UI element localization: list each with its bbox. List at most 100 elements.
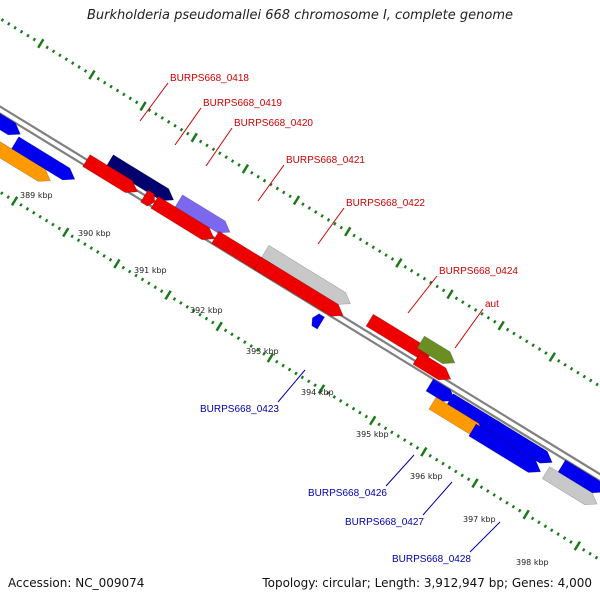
- topology-value: circular: [322, 576, 367, 590]
- outer-tick: [480, 312, 484, 316]
- outer-tick: [139, 101, 147, 112]
- inner-tick: [313, 383, 317, 388]
- inner-tick: [70, 234, 74, 239]
- outer-tick-dots: [0, 18, 600, 393]
- outer-tick: [344, 226, 352, 237]
- inner-tick: [479, 485, 484, 489]
- inner-tick: [581, 547, 586, 552]
- inner-tick: [369, 415, 377, 426]
- outer-tick: [19, 29, 24, 34]
- inner-tick: [140, 277, 145, 282]
- outer-tick: [557, 359, 561, 363]
- kbp-label: 394 kbp: [301, 388, 334, 397]
- inner-tick: [345, 402, 349, 407]
- kbp-label: 391 kbp: [134, 266, 167, 275]
- inner-tick: [377, 422, 381, 427]
- inner-tick: [95, 250, 100, 254]
- outer-tick: [563, 362, 567, 367]
- inner-tick: [338, 399, 343, 403]
- gene-label-forward: BURPS668_0424: [439, 266, 518, 277]
- outer-tick: [102, 80, 107, 85]
- outer-tick: [493, 319, 497, 324]
- feature-burps668-0428: [468, 423, 542, 473]
- inner-tick: [383, 426, 388, 431]
- inner-tick: [556, 532, 560, 536]
- inner-tick: [428, 453, 432, 458]
- inner-tick: [511, 504, 516, 509]
- inner-tick: [113, 258, 121, 269]
- outer-tick: [32, 37, 37, 42]
- kbp-label: 395 kbp: [356, 430, 389, 439]
- outer-tick: [339, 225, 344, 230]
- inner-tick: [134, 273, 138, 278]
- feature-red-c: [253, 256, 344, 317]
- outer-tick: [441, 288, 446, 293]
- inner-tick: [409, 442, 413, 446]
- inner-tick: [38, 214, 42, 219]
- outer-tick: [537, 347, 542, 352]
- outer-tick: [160, 116, 164, 120]
- leader-forward: [407, 275, 438, 314]
- feature-red-small: [140, 189, 155, 207]
- inner-tick: [44, 218, 49, 223]
- outer-tick: [37, 38, 45, 49]
- inner-tick: [10, 196, 19, 206]
- inner-tick: [32, 210, 36, 215]
- outer-tick: [384, 253, 388, 257]
- inner-tick: [294, 371, 298, 376]
- outer-tick: [166, 120, 171, 124]
- inner-tick: [415, 446, 420, 450]
- inner-tick: [466, 477, 471, 482]
- leader-forward: [205, 127, 233, 167]
- kbp-label: 389 kbp: [20, 191, 53, 200]
- outer-tick: [173, 123, 177, 128]
- outer-tick: [269, 182, 273, 187]
- inner-tick: [569, 540, 573, 544]
- inner-tick: [198, 312, 202, 317]
- outer-tick: [454, 296, 459, 301]
- leader-forward: [174, 107, 202, 146]
- inner-tick: [537, 520, 541, 525]
- feature-burps668-0419: [82, 154, 138, 193]
- outer-tick: [429, 280, 433, 285]
- inner-tick: [230, 332, 234, 337]
- feature-burps668-0418: [105, 154, 175, 202]
- accession-label: Accession:: [8, 576, 72, 590]
- gene-label-forward: BURPS668_0422: [346, 198, 425, 209]
- leader-reverse: [277, 369, 306, 403]
- genome-stats: Topology: circular; Length: 3,912,947 bp…: [262, 576, 592, 590]
- inner-tick: [390, 430, 394, 435]
- length-value: 3,912,947 bp: [423, 576, 504, 590]
- inner-tick: [179, 301, 183, 305]
- outer-tick: [512, 331, 516, 336]
- outer-tick: [422, 276, 427, 281]
- inner-tick: [57, 226, 62, 231]
- inner-tick: [562, 536, 567, 540]
- outer-tick: [358, 237, 363, 242]
- outer-tick: [230, 159, 235, 163]
- gene-label-reverse: BURPS668_0427: [345, 517, 424, 528]
- feature-blue-e: [557, 459, 600, 494]
- outer-tick: [7, 22, 11, 26]
- inner-tick: [420, 446, 428, 457]
- inner-tick: [236, 336, 241, 341]
- outer-tick: [544, 351, 548, 355]
- leader-forward: [454, 308, 484, 349]
- inner-tick: [147, 281, 151, 286]
- inner-tick: [0, 191, 4, 196]
- outer-tick: [0, 18, 5, 22]
- inner-tick: [255, 348, 260, 352]
- inner-tick: [364, 414, 369, 419]
- gene-label-reverse: BURPS668_0423: [200, 404, 279, 415]
- inner-tick: [215, 321, 223, 332]
- inner-tick: [25, 207, 30, 211]
- inner-tick: [518, 508, 522, 513]
- outer-tick: [237, 163, 241, 167]
- outer-tick: [395, 258, 403, 268]
- outer-tick: [497, 320, 505, 331]
- inner-tick: [460, 473, 464, 478]
- gene-label-reverse: BURPS668_0426: [308, 488, 387, 499]
- map-title: Burkholderia pseudomallei 668 chromosome…: [86, 8, 514, 23]
